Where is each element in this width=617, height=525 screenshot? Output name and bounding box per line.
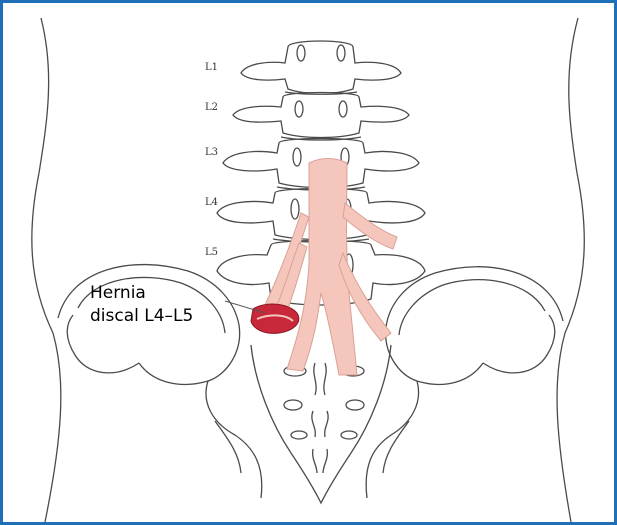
pelvis-left <box>58 265 262 498</box>
sacrum <box>251 345 391 503</box>
vertebra-label-l5: L5 <box>205 247 218 258</box>
vertebra-label-l2: L2 <box>205 102 218 113</box>
lumbar-spine-illustration: L1 L2 L3 L4 L5 Hernia discal L4–L5 <box>3 3 614 522</box>
vertebra-label-l1: L1 <box>205 62 218 73</box>
hernia-callout-line1: Hernia <box>90 283 146 303</box>
herniated-disc-l4-l5 <box>251 304 299 333</box>
vertebra-label-l4: L4 <box>205 197 218 208</box>
hernia-callout-line2: discal L4–L5 <box>90 306 193 326</box>
vertebra-l2 <box>233 93 409 138</box>
pelvis-right <box>366 267 563 498</box>
vertebra-l1 <box>241 41 401 94</box>
vertebra-label-l3: L3 <box>205 147 218 158</box>
